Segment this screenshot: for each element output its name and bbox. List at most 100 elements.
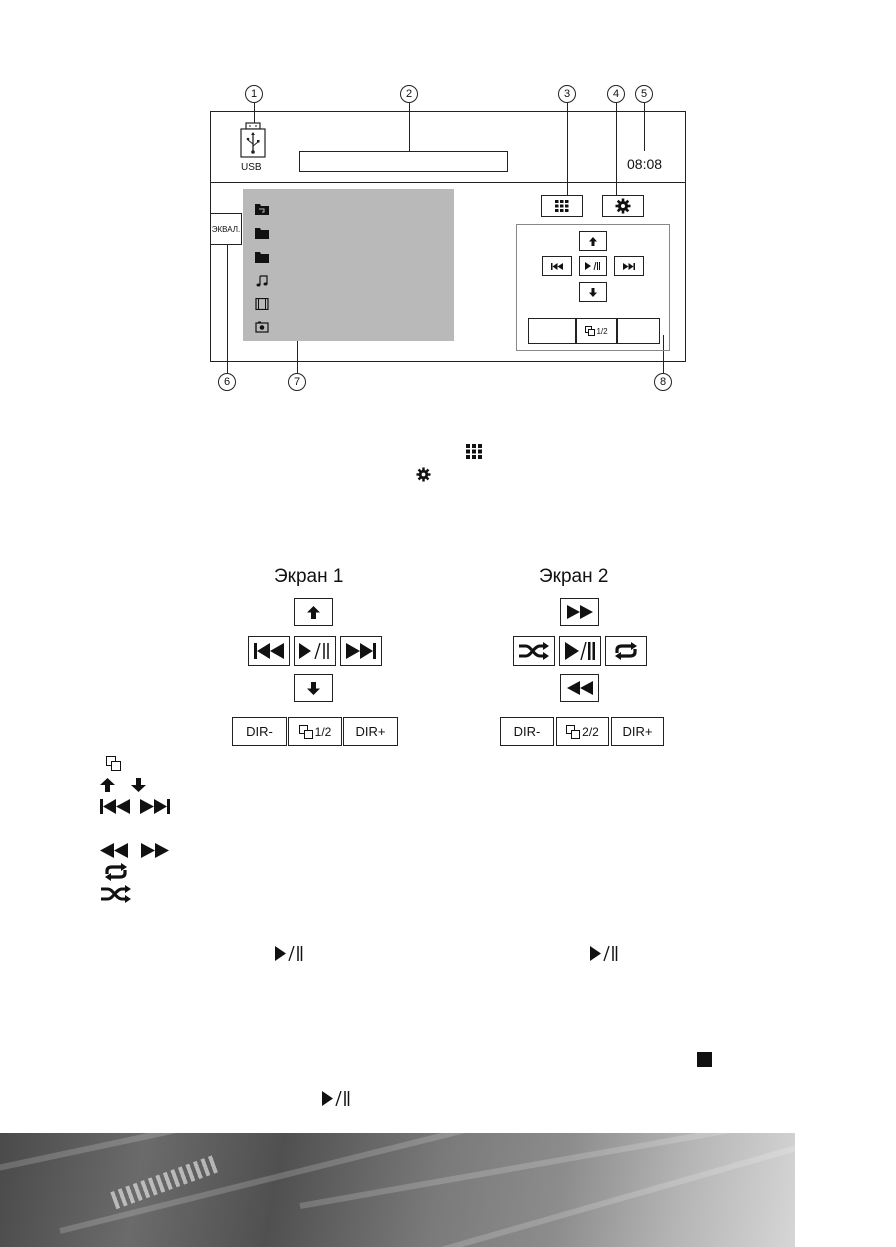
callout-8: 8 (654, 373, 672, 391)
stop-icon (697, 1052, 712, 1067)
prev-track-button[interactable] (542, 256, 572, 276)
shuffle-icon (519, 642, 549, 660)
folder-icon[interactable] (255, 251, 269, 263)
rewind-icon (566, 681, 593, 695)
arrow-down-icon (589, 287, 597, 297)
music-note-icon[interactable] (255, 275, 269, 287)
play-pause-icon (565, 642, 595, 660)
dir-minus-button[interactable] (528, 318, 576, 344)
gear-icon (416, 467, 431, 482)
fast-forward-icon (566, 605, 593, 619)
source-label: USB (241, 162, 262, 173)
folder-up-icon[interactable] (255, 203, 269, 215)
screen-2-dir-plus-button[interactable]: DIR+ (611, 717, 664, 746)
play-pause-icon (299, 643, 329, 659)
banner-right-fade (795, 1133, 896, 1247)
page-switch-icon (106, 756, 121, 771)
screen-2-rewind-button[interactable] (560, 674, 599, 702)
skip-forward-icon (140, 799, 170, 814)
screen-1-play-pause-button[interactable] (294, 636, 336, 666)
screen-2-repeat-button[interactable] (605, 636, 647, 666)
arrow-down-icon (131, 778, 146, 792)
video-file-icon[interactable] (255, 298, 269, 310)
up-button[interactable] (579, 231, 607, 251)
leader-line-7 (297, 336, 298, 373)
photo-file-icon[interactable] (255, 321, 269, 333)
clock: 08:08 (627, 156, 663, 172)
page-switch-icon (298, 724, 313, 739)
screen-1-up-button[interactable] (294, 598, 333, 626)
screen-1-page-button[interactable]: 1/2 (288, 717, 342, 746)
leader-line-6 (227, 244, 228, 373)
screen-1-down-button[interactable] (294, 674, 333, 702)
screen-1-prev-track-button[interactable] (248, 636, 290, 666)
usb-source-button[interactable]: USB (237, 122, 271, 174)
screen-2-page-label: 2/2 (582, 724, 599, 739)
next-track-button[interactable] (614, 256, 644, 276)
skip-back-icon (551, 262, 563, 270)
down-button[interactable] (579, 282, 607, 302)
skip-back-icon (100, 799, 130, 814)
screen-1-page-label: 1/2 (314, 724, 332, 739)
leader-line-3 (567, 103, 568, 195)
shuffle-icon (101, 885, 131, 903)
eq-button[interactable]: ЭКВАЛ. (210, 213, 242, 245)
banner-stripe (0, 1133, 470, 1179)
dir-plus-button[interactable] (617, 318, 660, 344)
settings-button[interactable] (602, 195, 644, 217)
callout-6: 6 (218, 373, 236, 391)
skip-back-icon (254, 643, 284, 659)
screen-2-fast-forward-button[interactable] (560, 598, 599, 626)
screen-1-dir-plus-button[interactable]: DIR+ (343, 717, 398, 746)
callout-1: 1 (245, 85, 263, 103)
callout-7: 7 (288, 373, 306, 391)
folder-icon[interactable] (255, 227, 269, 239)
page-toggle-button[interactable]: 1/2 (576, 318, 617, 344)
play-pause-icon (275, 946, 303, 961)
gear-icon (615, 198, 631, 214)
screen-2-title: Экран 2 (539, 566, 609, 587)
repeat-icon (105, 863, 127, 881)
banner-stripe (419, 1142, 795, 1247)
screen-2-dir-minus-button[interactable]: DIR- (500, 717, 554, 746)
arrow-up-icon (100, 778, 115, 792)
screen-2-play-pause-button[interactable] (559, 636, 601, 666)
leader-line-1 (254, 103, 255, 123)
play-pause-icon (590, 946, 618, 961)
play-pause-button[interactable] (579, 256, 607, 276)
decorative-banner (0, 1133, 795, 1247)
grid-icon (555, 200, 569, 212)
arrow-up-icon (589, 236, 597, 246)
skip-forward-icon (623, 262, 635, 270)
callout-2: 2 (400, 85, 418, 103)
file-list-panel (243, 189, 454, 341)
screen-1-dir-minus-button[interactable]: DIR- (232, 717, 287, 746)
arrow-up-icon (307, 605, 320, 619)
screen-2-page-button[interactable]: 2/2 (556, 717, 609, 746)
callout-3: 3 (558, 85, 576, 103)
screen-1-title: Экран 1 (274, 566, 344, 587)
callout-4: 4 (607, 85, 625, 103)
grid-icon (466, 444, 482, 459)
leader-line-5 (644, 103, 645, 151)
screen-1-next-track-button[interactable] (340, 636, 382, 666)
usb-icon (240, 122, 266, 158)
leader-line-8 (663, 335, 664, 373)
menu-grid-button[interactable] (541, 195, 583, 217)
callout-5: 5 (635, 85, 653, 103)
rewind-icon (100, 843, 128, 858)
track-title-field (299, 151, 508, 172)
control-pad: 1/2 (516, 224, 670, 351)
page-switch-icon (585, 326, 596, 336)
fast-forward-icon (141, 843, 169, 858)
play-pause-icon (322, 1091, 350, 1106)
arrow-down-icon (307, 681, 320, 695)
play-pause-icon (585, 262, 600, 270)
skip-forward-icon (346, 643, 376, 659)
page-switch-icon (566, 724, 581, 739)
head-unit-screen: USB 08:08 ЭКВАЛ. (210, 111, 686, 362)
page-indicator: 1/2 (596, 326, 608, 336)
leader-line-4 (616, 103, 617, 195)
screen-2-shuffle-button[interactable] (513, 636, 555, 666)
repeat-icon (615, 642, 637, 660)
